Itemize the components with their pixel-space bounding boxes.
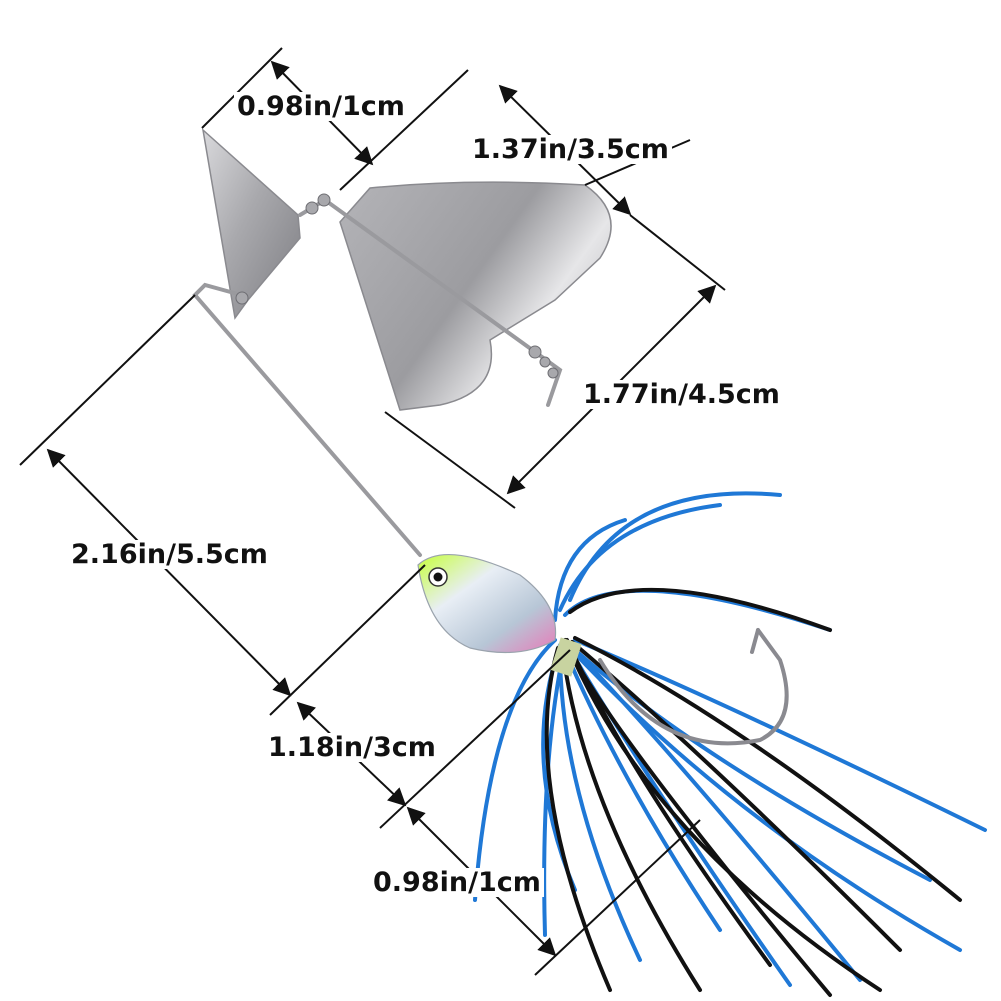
blade-small-width-label: 0.98in/1cm (234, 92, 408, 121)
large-blade (339, 181, 612, 411)
jig-head (417, 554, 557, 654)
blade-large-width-label: 1.37in/3.5cm (469, 135, 672, 164)
small-blade (201, 128, 301, 320)
skirt (473, 491, 987, 997)
hook (598, 628, 789, 746)
blade-large-length-label: 1.77in/4.5cm (580, 380, 783, 409)
head-length-label: 1.18in/3cm (265, 733, 439, 762)
wire-arm-length-label: 2.16in/5.5cm (68, 540, 271, 569)
skirt-width-label: 0.98in/1cm (370, 868, 544, 897)
